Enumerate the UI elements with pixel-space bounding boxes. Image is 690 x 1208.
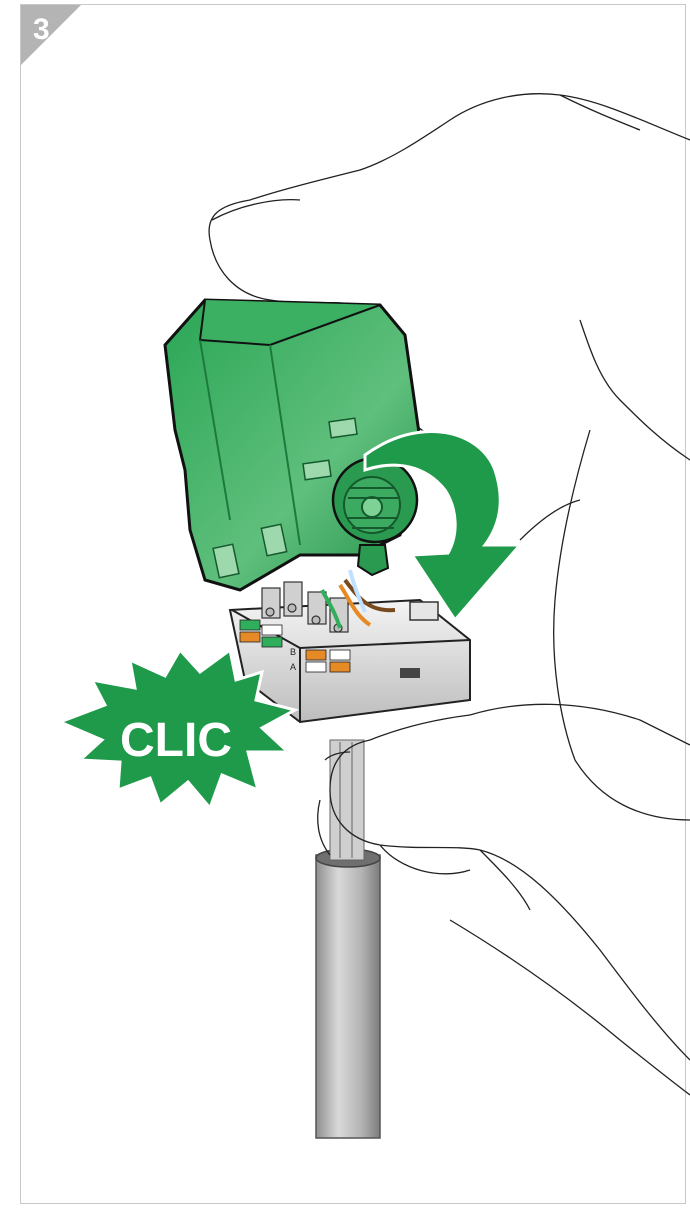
hinge-disc (333, 458, 417, 575)
label-a: A (290, 662, 296, 672)
connector-body: B A (230, 570, 470, 722)
clic-callout-text: CLIC (120, 714, 232, 767)
cable (316, 740, 380, 1138)
label-b: B (290, 647, 296, 657)
starburst-icon: CLIC (60, 650, 295, 808)
